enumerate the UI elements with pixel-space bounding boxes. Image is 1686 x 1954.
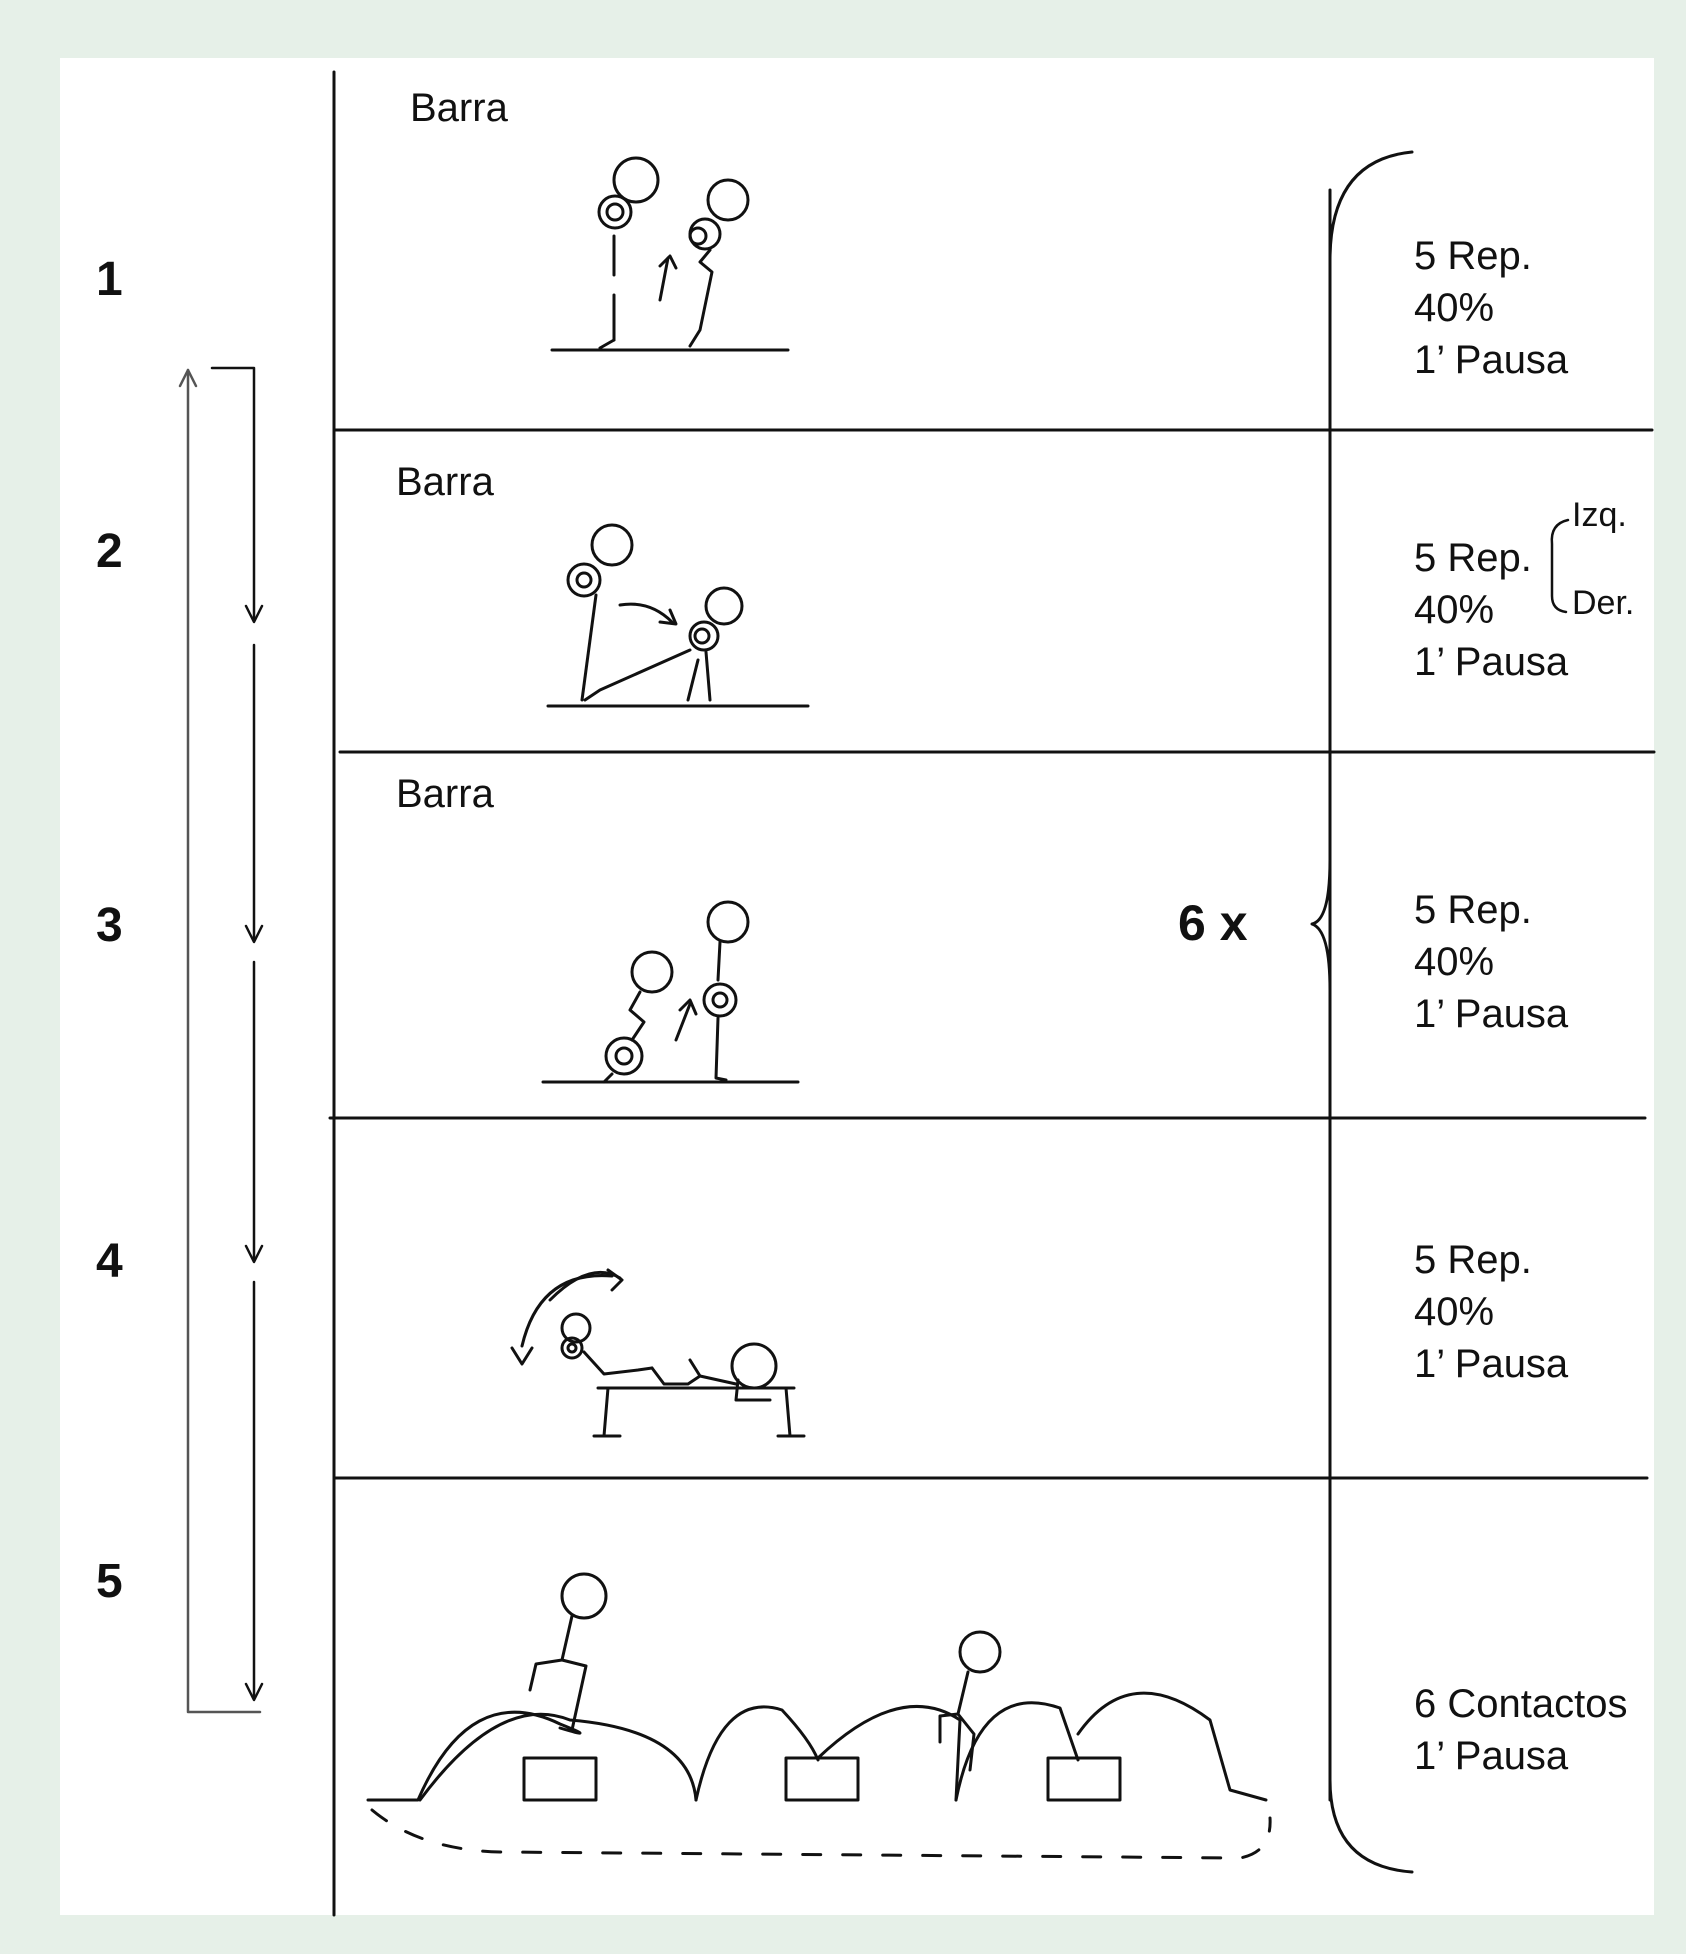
step-2-info: 5 Rep. 40% 1’ Pausa [1414,532,1568,688]
reps-text: 5 Rep. [1414,234,1532,278]
equipment-label: Barra [396,460,494,504]
side-bracket [1550,518,1570,614]
reps-text: 5 Rep. [1414,1238,1532,1282]
side-left-label: Izq. [1572,496,1627,534]
diagram-panel [60,58,1654,1915]
step-number: 4 [96,1235,123,1288]
step-number: 3 [96,899,123,952]
repeat-brace [1310,150,1414,1874]
repeat-label: 6 x [1178,895,1248,951]
exercise-3-sketch [541,900,800,1084]
exercise-1-sketch [550,156,790,352]
step-3-info: 5 Rep. 40% 1’ Pausa [1414,884,1568,1040]
pause-text: 1’ Pausa [1414,1734,1569,1778]
sequence-arrows [178,366,264,1714]
pause-text: 1’ Pausa [1414,338,1569,382]
equipment-label: Barra [396,772,494,816]
exercise-2-sketch [546,523,810,708]
intensity-text: 40% [1414,1290,1495,1334]
step-number: 1 [96,253,123,306]
intensity-text: 40% [1414,940,1495,984]
step-number: 2 [96,525,123,578]
step-number: 5 [96,1555,123,1608]
reps-text: 5 Rep. [1414,888,1532,932]
step-4-info: 5 Rep. 40% 1’ Pausa [1414,1234,1568,1390]
intensity-text: 40% [1414,286,1495,330]
step-1-info: 5 Rep. 40% 1’ Pausa [1414,230,1568,386]
side-right-label: Der. [1572,584,1635,622]
reps-text: 5 Rep. [1414,536,1532,580]
pause-text: 1’ Pausa [1414,1342,1569,1386]
contacts-text: 6 Contactos [1414,1682,1628,1726]
step-5-info: 6 Contactos 1’ Pausa [1414,1678,1627,1782]
exercise-5-sketch [366,1572,1272,1860]
exercise-4-sketch [510,1268,806,1438]
equipment-label: Barra [410,86,508,130]
pause-text: 1’ Pausa [1414,992,1569,1036]
pause-text: 1’ Pausa [1414,640,1569,684]
intensity-text: 40% [1414,588,1495,632]
